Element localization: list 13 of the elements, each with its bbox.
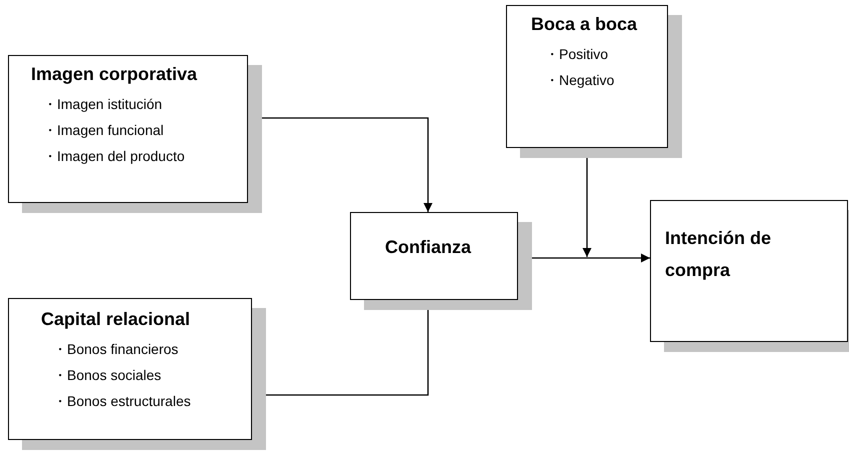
box-title: Confianza <box>385 237 472 258</box>
bullet-item: ・Bonos financieros <box>53 341 178 359</box>
bullet-item: ・Negativo <box>545 72 614 90</box>
bullet-item: ・Positivo <box>545 46 608 64</box>
box-title: Intención de compra <box>665 227 772 282</box>
bullet-item: ・Imagen del producto <box>43 148 185 166</box>
bullet-item: ・Imagen funcional <box>43 122 164 140</box>
bullet-item: ・Bonos sociales <box>53 367 162 385</box>
bullet-item: ・Imagen istitución <box>43 96 162 114</box>
box-title: Boca a boca <box>531 14 638 35</box>
box-title: Imagen corporativa <box>31 64 198 85</box>
bullet-item: ・Bonos estructurales <box>53 393 191 411</box>
box-title: Capital relacional <box>41 309 190 330</box>
